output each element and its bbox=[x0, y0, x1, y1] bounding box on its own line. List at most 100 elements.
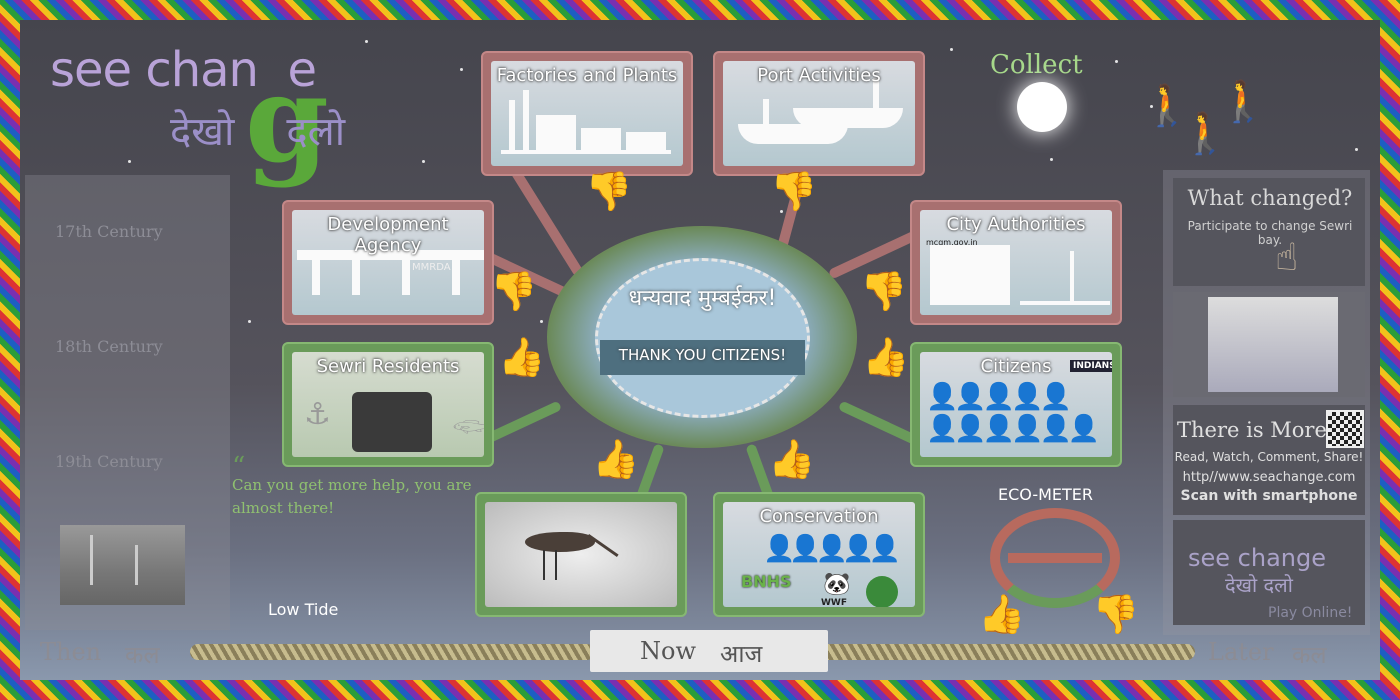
star bbox=[780, 210, 783, 213]
then-label[interactable]: Then bbox=[40, 638, 102, 666]
play-online-link[interactable]: Play Online! bbox=[1268, 605, 1353, 621]
participate-text: Participate to change Sewri bay. bbox=[1187, 219, 1353, 247]
thumbs-up-icon[interactable]: 👍 bbox=[768, 437, 816, 481]
card-title: Port Activities bbox=[757, 65, 881, 86]
there-is-more-title: There is More! bbox=[1177, 418, 1336, 442]
now-button[interactable] bbox=[590, 630, 828, 672]
card-title: City Authorities bbox=[946, 214, 1086, 235]
card-low-tide-bird[interactable] bbox=[475, 492, 687, 617]
star bbox=[248, 320, 251, 323]
card-title: Citizens bbox=[980, 356, 1052, 377]
star bbox=[365, 40, 368, 43]
person-icon[interactable]: 🚶 bbox=[1218, 79, 1268, 125]
mini-logo-english: see change bbox=[1188, 544, 1326, 572]
card-title: Conservation bbox=[759, 506, 879, 527]
moon-icon[interactable] bbox=[1017, 82, 1067, 132]
card-city-authorities[interactable]: City Authorities mcgm.gov.in bbox=[910, 200, 1122, 325]
later-label[interactable]: Later bbox=[1208, 638, 1274, 666]
star bbox=[540, 320, 543, 323]
card-port-activities[interactable]: Port Activities bbox=[713, 51, 925, 176]
star bbox=[460, 68, 463, 71]
logo-english: see change bbox=[50, 42, 317, 98]
mini-logo-hindi: देखो दलो bbox=[1225, 573, 1293, 597]
thumbs-up-icon[interactable]: 👍 bbox=[862, 335, 910, 379]
play-online-box[interactable] bbox=[1173, 520, 1365, 625]
card-development-agency[interactable]: Development Agency MMRDA bbox=[282, 200, 494, 325]
timeline-18th-century[interactable]: 18th Century bbox=[55, 337, 163, 356]
collect-label: Collect bbox=[990, 50, 1083, 80]
card-conservation[interactable]: Conservation 👤👤👤👤👤 BNHS 🐼 WWF bbox=[713, 492, 925, 617]
eco-meter-gauge bbox=[990, 508, 1120, 608]
tree-logo bbox=[866, 576, 898, 607]
thumbs-up-icon[interactable]: 👍 bbox=[498, 335, 546, 379]
timeline-rope-right[interactable] bbox=[820, 644, 1195, 660]
timeline-17th-century[interactable]: 17th Century bbox=[55, 222, 163, 241]
website-link[interactable]: http//www.seachange.com bbox=[1182, 470, 1356, 485]
scan-text: Scan with smartphone bbox=[1180, 488, 1358, 504]
person-icon[interactable]: 🚶 bbox=[1180, 111, 1230, 157]
person-icon: 👤👤👤👤👤 bbox=[763, 534, 901, 564]
thumbs-down-icon[interactable]: 👎 bbox=[1092, 592, 1140, 636]
fish-icon: 𓆟 bbox=[452, 410, 484, 445]
star bbox=[1150, 105, 1153, 108]
actions-text: Read, Watch, Comment, Share! bbox=[1174, 450, 1364, 464]
then-hindi-label[interactable]: कल bbox=[125, 641, 160, 669]
thumbs-down-icon[interactable]: 👎 bbox=[490, 269, 538, 313]
thumbs-down-icon[interactable]: 👎 bbox=[585, 169, 633, 213]
eco-meter-label: ECO-METER bbox=[998, 485, 1094, 504]
now-hindi-label: आज bbox=[720, 640, 763, 668]
thumbs-down-icon[interactable]: 👎 bbox=[860, 269, 908, 313]
card-factories-and-plants[interactable]: Factories and Plants bbox=[481, 51, 693, 176]
gallery-image bbox=[1208, 297, 1338, 392]
now-label: Now bbox=[640, 637, 696, 665]
card-citizens[interactable]: Citizens INDIANS 👤👤👤👤👤 👤👤👤👤👤👤 bbox=[910, 342, 1122, 467]
thumbs-up-icon[interactable]: 👍 bbox=[978, 592, 1026, 636]
card-title: Factories and Plants bbox=[496, 65, 678, 86]
card-sewri-residents[interactable]: Sewri Residents ⚓ 𓆟 bbox=[282, 342, 494, 467]
what-changed-box[interactable] bbox=[1173, 178, 1365, 286]
game-scene: see change g देखोदलो 17th Century 18th C… bbox=[20, 20, 1380, 680]
hub-center bbox=[595, 258, 810, 418]
mcgm-logo: mcgm.gov.in bbox=[926, 238, 978, 247]
logo-hindi: देखोदलो bbox=[170, 109, 346, 155]
hub-thanks-english: THANK YOU CITIZENS! bbox=[618, 346, 787, 364]
thumbs-down-icon[interactable]: 👎 bbox=[770, 169, 818, 213]
mmrda-logo: MMRDA bbox=[412, 262, 451, 273]
person-icon: 👤👤👤👤👤👤 bbox=[926, 414, 1100, 444]
eco-meter-bar bbox=[1008, 553, 1102, 563]
hint-message: “ Can you get more help, you are almost … bbox=[232, 452, 472, 517]
bird-leg bbox=[543, 550, 545, 580]
star bbox=[1115, 60, 1118, 63]
low-tide-label: Low Tide bbox=[268, 600, 339, 619]
fish-icon: ⚓ bbox=[304, 397, 331, 432]
timeline-19th-century[interactable]: 19th Century bbox=[55, 452, 163, 471]
star bbox=[950, 48, 953, 51]
qr-code-icon[interactable] bbox=[1326, 410, 1364, 448]
thumbs-up-icon[interactable]: 👍 bbox=[592, 437, 640, 481]
card-title: Development Agency bbox=[327, 214, 449, 256]
star bbox=[422, 160, 425, 163]
star bbox=[1355, 148, 1358, 151]
bnhs-logo: BNHS bbox=[741, 572, 792, 591]
what-changed-title: What changed? bbox=[1187, 186, 1353, 210]
hub-band bbox=[600, 340, 805, 375]
person-icon: 👤👤👤👤👤 bbox=[926, 382, 1072, 412]
star bbox=[1050, 158, 1053, 161]
indians-logo: INDIANS bbox=[1070, 360, 1112, 372]
card-title: Sewri Residents bbox=[316, 356, 460, 377]
timeline-rope-left[interactable] bbox=[190, 644, 595, 660]
logo-big-g: g bbox=[245, 49, 329, 190]
residents-photo bbox=[352, 392, 432, 452]
hub-thanks-hindi: धन्यवाद मुम्बईकर! bbox=[628, 286, 777, 311]
bird-leg bbox=[555, 550, 557, 580]
gallery-thumbnail[interactable] bbox=[1173, 292, 1365, 397]
wwf-logo: WWF bbox=[821, 598, 848, 607]
star bbox=[128, 160, 131, 163]
bird-icon bbox=[525, 532, 595, 552]
later-hindi-label[interactable]: कल bbox=[1292, 641, 1327, 669]
panda-icon: 🐼 bbox=[823, 572, 851, 597]
historic-port-photo[interactable] bbox=[60, 525, 185, 605]
person-icon[interactable]: 🚶 bbox=[1142, 83, 1192, 129]
pointing-hand-icon: ☝ bbox=[1275, 235, 1299, 279]
spoke bbox=[506, 162, 585, 278]
